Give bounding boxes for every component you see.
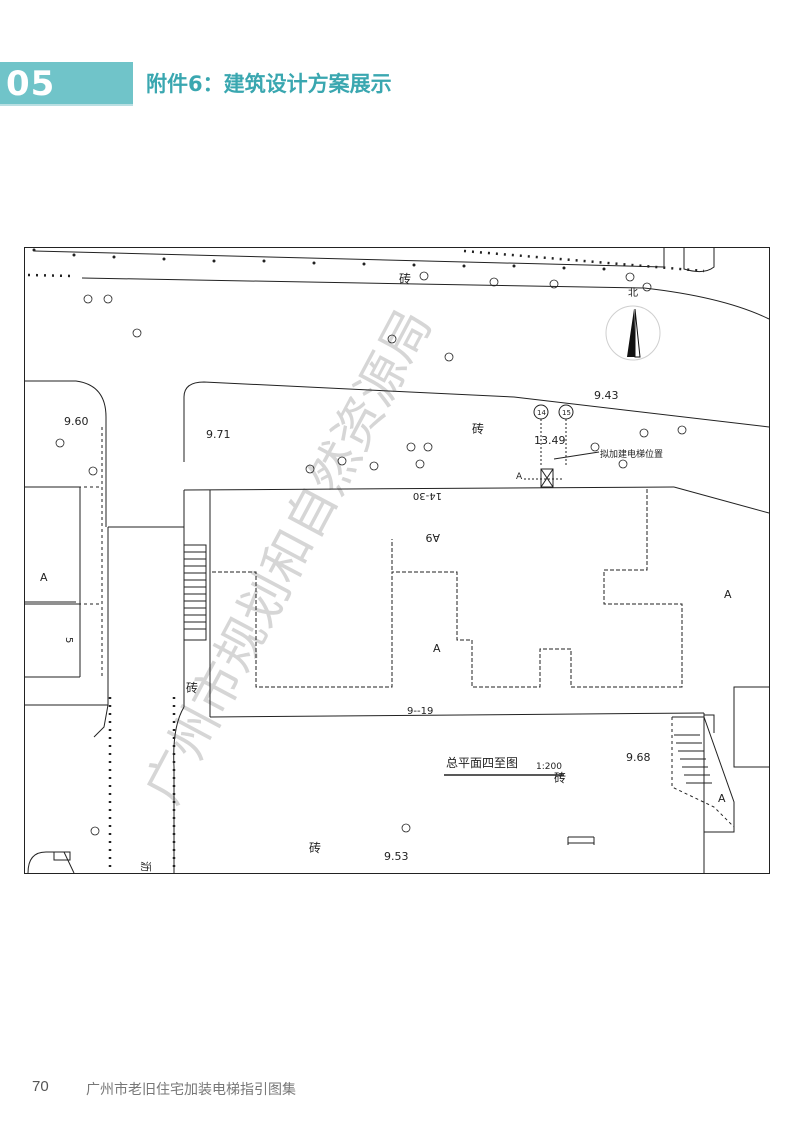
area-a5: A — [516, 472, 523, 482]
header-rule — [0, 104, 133, 106]
label-brick-lower: 砖 — [554, 770, 566, 785]
section-header: 05 附件6：建筑设计方案展示 — [0, 62, 794, 106]
left-block-dashed — [23, 427, 103, 677]
road-char: 沥 — [139, 861, 152, 872]
block-label-14-30: 14-30 — [413, 490, 442, 501]
label-brick-bottom: 砖 — [309, 840, 321, 855]
site-plan-svg: 广州市规划和自然资源局 — [23, 247, 770, 874]
north-arrow — [627, 308, 641, 358]
book-title: 广州市老旧住宅加装电梯指引图集 — [86, 1082, 296, 1098]
elevator-marker — [524, 451, 600, 488]
building-footprint — [212, 487, 683, 688]
left-block — [24, 380, 184, 738]
section-number-box: 05 — [0, 62, 133, 104]
drawing-labels: 砖 砖 砖 砖 砖 北 9.43 9.60 9.71 13.49 9.68 9.… — [40, 271, 732, 872]
block-label-a9: A9 — [425, 531, 440, 544]
site-symbols — [55, 271, 687, 836]
label-elevator-position: 拟加建电梯位置 — [600, 448, 663, 460]
area-a4: A — [718, 792, 726, 805]
elev-9-68: 9.68 — [626, 751, 651, 764]
stair-hatch-left — [183, 544, 207, 641]
elev-9-60: 9.60 — [64, 415, 89, 428]
section-title: 附件6：建筑设计方案展示 — [146, 72, 392, 96]
watermark-seal — [605, 305, 661, 361]
elev-9-43: 9.43 — [594, 389, 619, 402]
elev-13-49: 13.49 — [534, 434, 566, 447]
block-label-9-19: 9--19 — [407, 706, 433, 717]
area-a3: A — [724, 588, 732, 601]
label-brick-mid: 砖 — [472, 421, 484, 436]
plan-title: 总平面四至图 — [446, 756, 518, 770]
area-a2: A — [433, 642, 441, 655]
elev-9-53: 9.53 — [384, 850, 409, 863]
bottom-left-fixture — [27, 836, 595, 874]
plan-scale: 1:200 — [536, 762, 562, 772]
label-brick-left: 砖 — [186, 680, 198, 695]
page-number: 70 — [32, 1078, 49, 1095]
area-a1: A — [40, 571, 48, 584]
site-plan-drawing: 广州市规划和自然资源局 — [23, 247, 770, 874]
section-number: 05 — [6, 64, 56, 104]
top-road — [33, 247, 770, 320]
right-building — [672, 686, 769, 833]
label-north: 北 — [628, 287, 638, 299]
label-brick-top: 砖 — [399, 271, 411, 286]
grid-bubble-15: 15 — [562, 409, 571, 417]
grid-bubbles — [533, 404, 574, 467]
stair-hatch-right — [674, 734, 712, 784]
survey-dots — [32, 248, 606, 271]
elev-9-71: 9.71 — [206, 428, 231, 441]
num-5: 5 — [63, 637, 74, 643]
grid-bubble-14: 14 — [537, 409, 546, 417]
drawing-frame — [24, 247, 770, 874]
dotted-boundaries — [27, 249, 705, 867]
